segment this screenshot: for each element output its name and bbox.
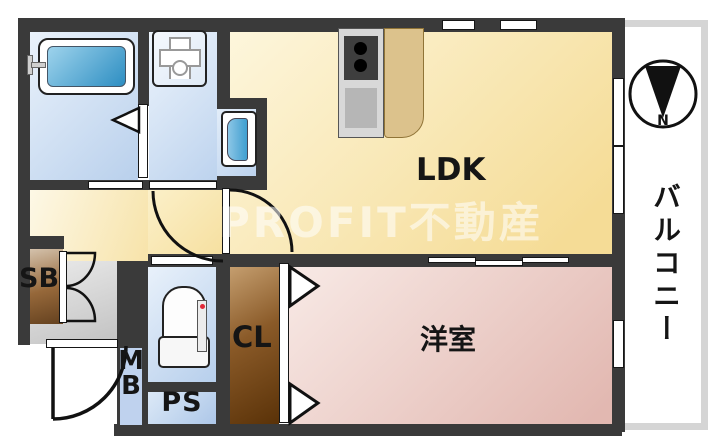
room-pipe-space	[148, 392, 216, 424]
compass-north-label: N	[657, 113, 669, 129]
shoe-box	[27, 248, 63, 324]
label-western-room: 洋室	[420, 323, 477, 356]
wall-alcove-right	[256, 98, 267, 190]
label-meter-box-m: M	[118, 346, 144, 376]
washroom-door-opening	[149, 181, 217, 189]
bathroom-door-frame	[138, 104, 148, 178]
window-top-right	[500, 20, 537, 30]
toilet-control-panel-icon	[197, 300, 207, 352]
window-western-room	[613, 320, 624, 368]
toilet-door	[151, 256, 213, 265]
washbasin-bowl-icon	[227, 118, 248, 161]
burner-icon-2	[354, 59, 367, 72]
label-ldk: LDK	[416, 152, 486, 188]
closet-door-frame	[279, 263, 289, 423]
label-meter-box-b: B	[121, 370, 141, 401]
kitchen-sink-icon	[345, 88, 377, 128]
kitchen-counter	[384, 28, 424, 138]
wall-alcove-top	[217, 98, 267, 109]
toilet-base-icon	[158, 336, 210, 368]
bathroom-sliding-door	[88, 181, 143, 189]
burner-icon-1	[354, 42, 367, 55]
sliding-partition-panel-3	[522, 257, 569, 263]
room-western	[289, 262, 612, 424]
label-meter-box: M B	[116, 346, 146, 401]
wall-bottom	[114, 424, 622, 436]
drain-icon	[172, 60, 188, 76]
toilet-panel-led-icon	[200, 304, 205, 309]
hallway	[148, 190, 230, 254]
faucet-handle-icon	[31, 62, 46, 68]
wall-washroom-right	[217, 22, 230, 102]
watermark: PROFIT不動産	[219, 198, 544, 247]
balcony-door-ldk-upper	[613, 78, 624, 146]
label-shoe-box: SB	[19, 263, 60, 294]
wall-alcove-bottom	[217, 176, 267, 190]
wall-toilet-right	[216, 254, 230, 432]
bathtub-water-icon	[47, 46, 126, 87]
balcony-door-ldk-lower	[613, 146, 624, 214]
wall-bath-washroom	[138, 22, 149, 106]
sliding-partition-panel-1	[428, 257, 476, 263]
label-closet: CL	[232, 320, 272, 354]
north-arrow-icon	[645, 66, 681, 118]
room-closet	[230, 262, 279, 424]
label-pipe-space: PS	[161, 387, 203, 418]
compass-icon: N	[628, 59, 698, 129]
wall-shoebox-top	[24, 236, 64, 249]
sliding-partition-panel-2	[475, 260, 523, 266]
label-balcony: バルコニー	[649, 182, 682, 347]
wall-toilet-ps	[148, 382, 216, 392]
entry-door-track	[46, 339, 118, 348]
window-top-left	[442, 20, 475, 30]
shoebox-door-frame	[59, 251, 67, 323]
